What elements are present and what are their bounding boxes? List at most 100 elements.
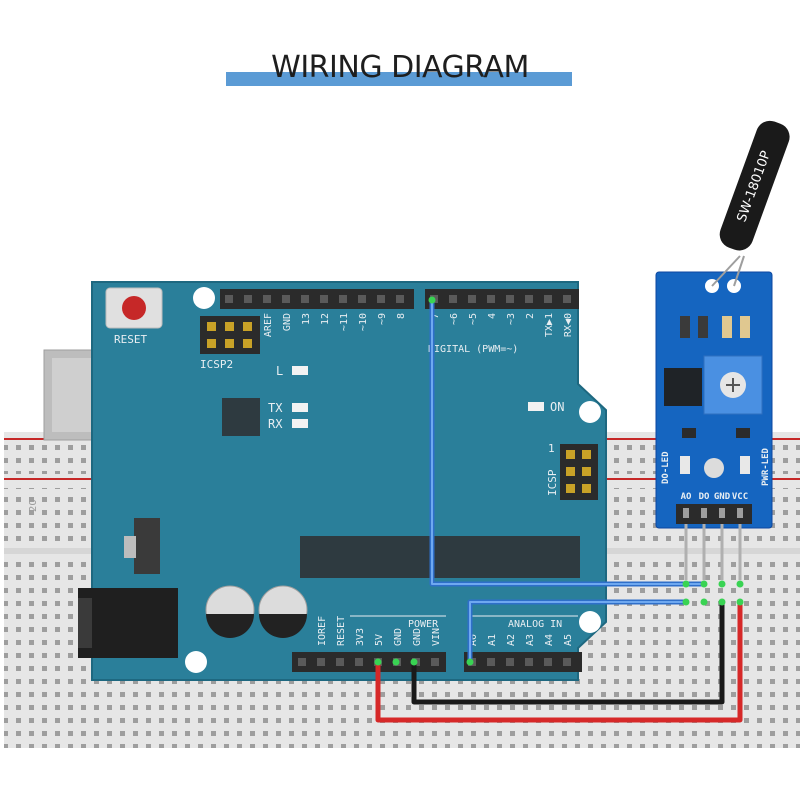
pin-label: GND: [412, 628, 423, 646]
capacitor: [258, 585, 308, 638]
sensor-pin-leg: [720, 524, 724, 580]
tilt-switch-lead: [711, 255, 741, 287]
sensor-pin-leg: [684, 524, 688, 580]
mount-hole: [193, 287, 215, 309]
power-jack-lip: [78, 598, 92, 648]
header-top-left: [220, 289, 414, 309]
icsp2-label: ICSP2: [200, 358, 233, 371]
microcontroller-chip: [300, 536, 580, 578]
header-top-right: [425, 289, 579, 309]
pin-label: A3: [525, 634, 536, 646]
header-pin: [525, 295, 533, 303]
icsp-pin-one: 1: [548, 442, 555, 455]
do-led: [680, 456, 690, 474]
sensor-pin: [719, 508, 725, 518]
led-tx: [292, 403, 308, 412]
header-analog: [464, 652, 582, 672]
header-pin: [377, 295, 385, 303]
usb-chip: [222, 398, 260, 436]
header-pin: [320, 295, 328, 303]
pin-label: 2: [525, 313, 536, 319]
pin-label: ~11: [339, 313, 350, 331]
wire-red-vcc: [375, 602, 743, 723]
pin-label: 13: [301, 313, 312, 325]
header-pin: [431, 658, 439, 666]
tilt-switch-lead: [733, 255, 745, 287]
comparator-chip: [664, 368, 702, 406]
sensor-pin: [737, 508, 743, 518]
sensor-pin-leg: [702, 524, 706, 580]
header-pin: [298, 658, 306, 666]
wire-blue-digital-highlight: [431, 300, 704, 585]
header-pin: [244, 295, 252, 303]
pin-label: A2: [506, 634, 517, 646]
sensor-pin-label: AO: [681, 492, 692, 502]
digital-label: DIGITAL (PWM=~): [428, 344, 518, 355]
header-pin: [282, 295, 290, 303]
header-pin: [396, 295, 404, 303]
pin-label: GND: [282, 313, 293, 331]
pin-label: A0: [468, 634, 479, 646]
breadboard-row-number: 20: [28, 499, 39, 512]
analog-in-label: ANALOG IN: [508, 619, 562, 630]
header-pin: [525, 658, 533, 666]
sensor-pin-leg: [738, 524, 742, 580]
smd-part: [740, 316, 750, 338]
pin-label: ~10: [358, 313, 369, 331]
smd-part: [722, 316, 732, 338]
header-pin: [506, 658, 514, 666]
icsp-header: [560, 444, 598, 500]
pin-label: 12: [320, 313, 331, 325]
header-pin: [449, 295, 457, 303]
capacitor: [205, 585, 255, 638]
led-rx-label: RX: [268, 417, 283, 431]
pin-label: 4: [487, 313, 498, 319]
pwr-led-label: PWR-LED: [761, 447, 771, 486]
header-pin: [563, 295, 571, 303]
header-pin: [563, 658, 571, 666]
module-hole: [704, 458, 724, 478]
pin-label: RX◀0: [563, 313, 574, 337]
header-pin: [336, 658, 344, 666]
header-pin: [487, 295, 495, 303]
led-rx: [292, 419, 308, 428]
pin-label: ~6: [449, 313, 460, 325]
pin-label: 5V: [374, 634, 385, 646]
pwr-led: [740, 456, 750, 474]
icsp2-header: [200, 316, 260, 354]
pin-label: A5: [563, 634, 574, 646]
do-led-label: DO-LED: [661, 451, 671, 484]
header-pin: [544, 295, 552, 303]
voltage-regulator: [134, 518, 160, 574]
pin-label: GND: [393, 628, 404, 646]
pin-label: ~5: [468, 313, 479, 325]
header-pin: [506, 295, 514, 303]
regulator-tab: [124, 536, 136, 558]
header-pin: [339, 295, 347, 303]
pin-label: VIN: [431, 628, 442, 646]
contact-dot: [682, 580, 690, 588]
led-on: [528, 402, 544, 411]
pin-label: TX▶1: [544, 313, 555, 337]
mount-hole: [185, 651, 207, 673]
wires: [374, 296, 744, 723]
header-pin: [301, 295, 309, 303]
pin-label: ~9: [377, 313, 388, 325]
smd-part: [680, 316, 690, 338]
power-label: POWER: [408, 619, 439, 630]
header-power: [292, 652, 446, 672]
smd-part: [682, 428, 696, 438]
tilt-switch-body: [719, 120, 790, 251]
wire-blue-analog-highlight: [469, 601, 686, 662]
sensor-pin-label: GND: [714, 492, 731, 502]
sensor-pin: [701, 508, 707, 518]
header-pin: [225, 295, 233, 303]
pin-label: ~3: [506, 313, 517, 325]
header-pin: [317, 658, 325, 666]
title-text: WIRING DIAGRAM: [271, 50, 529, 85]
header-pin: [263, 295, 271, 303]
reset-button-cap[interactable]: [122, 296, 146, 320]
header-pin: [487, 658, 495, 666]
sensor-pin-label: DO: [699, 492, 710, 502]
